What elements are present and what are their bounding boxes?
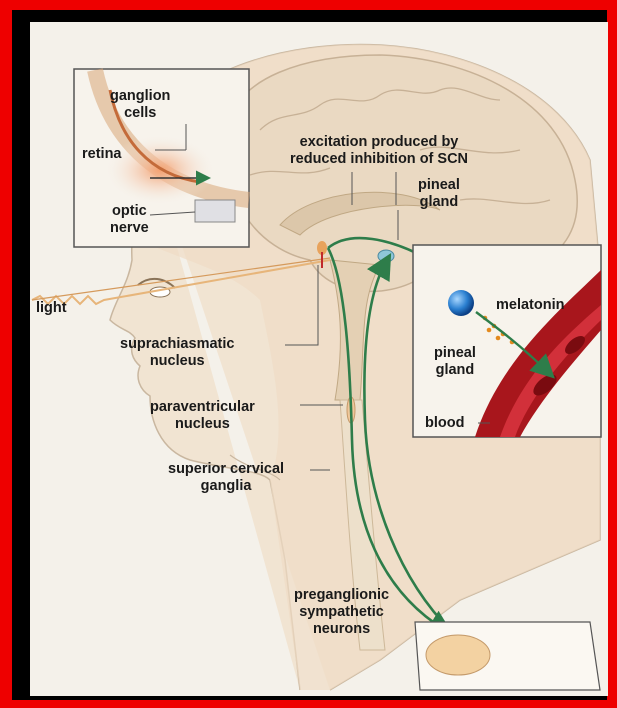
pineal-marker-brain bbox=[378, 250, 394, 262]
label-pineal-gland-inset: pineal gland bbox=[434, 345, 476, 379]
label-optic-nerve: optic nerve bbox=[110, 203, 149, 237]
label-pvn: paraventricular nucleus bbox=[150, 399, 255, 433]
label-excitation: excitation produced by reduced inhibitio… bbox=[290, 134, 468, 168]
preganglionic-box bbox=[415, 622, 600, 690]
label-retina: retina bbox=[82, 146, 122, 163]
label-melatonin: melatonin bbox=[496, 297, 564, 314]
label-ganglion-cells: ganglion cells bbox=[110, 88, 170, 122]
melatonin-inset bbox=[413, 245, 601, 437]
label-scg: superior cervical ganglia bbox=[168, 461, 284, 495]
label-preganglionic: preganglionic sympathetic neurons bbox=[294, 587, 389, 638]
label-pineal-gland-brain: pineal gland bbox=[418, 177, 460, 211]
label-blood: blood bbox=[425, 415, 464, 432]
label-scn: suprachiasmatic nucleus bbox=[120, 336, 234, 370]
label-light: light bbox=[36, 300, 67, 317]
